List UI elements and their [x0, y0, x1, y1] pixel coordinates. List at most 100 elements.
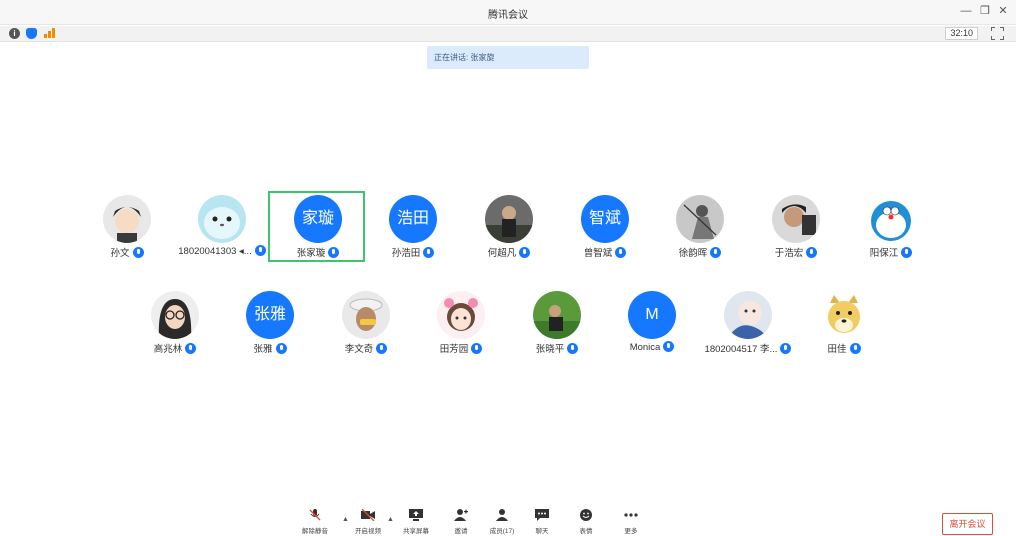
participant-tile[interactable]: 张雅张雅: [222, 289, 318, 361]
participant-name-text: 张晓平: [535, 344, 565, 355]
avatar: [772, 195, 820, 243]
video-options-caret-icon[interactable]: ▲: [387, 516, 394, 523]
participant-name-text: 田芳园: [439, 344, 469, 355]
mic-icon: [471, 343, 483, 354]
invite-icon: [454, 509, 468, 521]
status-bar: i 32:10: [0, 26, 1016, 42]
mic-icon: [806, 247, 818, 258]
participant-name: 田佳: [796, 341, 892, 355]
avatar: [676, 195, 724, 243]
restore-icon[interactable]: ❐: [980, 5, 990, 17]
participant-tile[interactable]: 田佳: [796, 289, 892, 361]
participant-name: 18020041303 ◂...: [174, 245, 270, 257]
meeting-timer: 32:10: [945, 27, 978, 40]
participant-tile[interactable]: 孙文: [79, 193, 175, 265]
participant-tile[interactable]: 浩田孙浩田: [365, 193, 461, 265]
avatar-image: [437, 291, 485, 339]
avatar-image: [820, 291, 868, 339]
participant-name: 何超凡: [461, 245, 557, 259]
participant-tile[interactable]: 智斌曾智斌: [557, 193, 653, 265]
participant-name-text: 高兆林: [153, 344, 183, 355]
avatar-image: [724, 291, 772, 339]
avatar-image: [198, 195, 246, 243]
mute-button[interactable]: 解除静音: [295, 509, 335, 536]
smiley-icon: [579, 509, 593, 521]
mic-icon: [567, 343, 579, 354]
minimize-icon[interactable]: —: [960, 5, 972, 17]
participant-tile[interactable]: 阳保江: [843, 193, 939, 265]
chat-icon: [535, 509, 549, 521]
signal-icon[interactable]: [44, 28, 56, 38]
participant-name-text: 1802004517 李...: [704, 344, 778, 355]
members-icon: [495, 509, 509, 521]
invite-button[interactable]: 邀请: [441, 509, 481, 536]
members-button[interactable]: 成员(17): [482, 509, 522, 536]
avatar: [820, 291, 868, 339]
participant-tile[interactable]: 李文奇: [318, 289, 414, 361]
mic-icon: [615, 247, 627, 258]
participant-name: 张晓平: [509, 341, 605, 355]
fullscreen-icon[interactable]: [991, 27, 1004, 40]
participant-name-text: 于浩宏: [774, 248, 804, 259]
participant-name-text: 孙浩田: [391, 248, 421, 259]
participant-name: Monica: [604, 341, 700, 353]
title-bar: 腾讯会议 — ❐ ✕: [0, 0, 1016, 25]
participant-tile[interactable]: 田芳园: [413, 289, 509, 361]
participant-tile[interactable]: 家璇张家璇: [268, 191, 365, 262]
participant-name-text: 张雅: [253, 344, 273, 355]
participant-name: 孙文: [79, 245, 175, 259]
avatar-image: [533, 291, 581, 339]
participant-name-text: 曾智斌: [583, 248, 613, 259]
avatar-image: [867, 195, 915, 243]
mic-icon: [254, 245, 266, 256]
participant-tile[interactable]: 何超凡: [461, 193, 557, 265]
leave-meeting-button[interactable]: 离开会议: [942, 513, 993, 535]
participant-name: 田芳园: [413, 341, 509, 355]
mic-icon: [901, 247, 913, 258]
speaking-banner: 正在讲话: 张家旋: [427, 46, 589, 69]
avatar: 张雅: [246, 291, 294, 339]
mute-options-caret-icon[interactable]: ▲: [342, 516, 349, 523]
avatar-image: [103, 195, 151, 243]
participant-tile[interactable]: 张晓平: [509, 289, 605, 361]
participant-name: 徐韵晖: [652, 245, 748, 259]
window-title: 腾讯会议: [488, 10, 528, 21]
video-button[interactable]: 开启视频: [348, 508, 388, 536]
mic-icon: [849, 343, 861, 354]
participant-tile[interactable]: 于浩宏: [748, 193, 844, 265]
participant-name-text: 阳保江: [869, 248, 899, 259]
share-screen-button[interactable]: 共享屏幕: [396, 509, 436, 536]
mic-icon: [132, 247, 144, 258]
participant-tile[interactable]: 高兆林: [127, 289, 223, 361]
shield-icon[interactable]: [26, 28, 37, 39]
participant-name-text: 李文奇: [344, 344, 374, 355]
mic-icon: [710, 247, 722, 258]
mic-icon: [185, 343, 197, 354]
mic-icon: [376, 343, 388, 354]
participant-name: 1802004517 李...: [700, 341, 796, 355]
camera-off-icon: [361, 508, 375, 522]
reaction-button[interactable]: 表情: [566, 509, 606, 536]
info-icon[interactable]: i: [9, 28, 20, 39]
avatar: [342, 291, 390, 339]
participant-tile[interactable]: 1802004517 李...: [700, 289, 796, 361]
participant-tile[interactable]: 18020041303 ◂...: [174, 193, 270, 265]
avatar: 家璇: [294, 195, 342, 243]
more-button[interactable]: 更多: [611, 509, 651, 536]
participant-name-text: 田佳: [827, 344, 847, 355]
participant-name-text: 18020041303 ◂...: [178, 246, 252, 257]
participant-name: 张雅: [222, 341, 318, 355]
close-icon[interactable]: ✕: [998, 5, 1008, 17]
participant-name: 张家璇: [270, 245, 366, 259]
participant-name: 曾智斌: [557, 245, 653, 259]
participant-name-text: Monica: [629, 342, 661, 353]
participant-tile[interactable]: 徐韵晖: [652, 193, 748, 265]
avatar-image: [151, 291, 199, 339]
avatar: [151, 291, 199, 339]
chat-button[interactable]: 聊天: [522, 509, 562, 536]
avatar: [867, 195, 915, 243]
avatar: [724, 291, 772, 339]
participant-name: 孙浩田: [365, 245, 461, 259]
